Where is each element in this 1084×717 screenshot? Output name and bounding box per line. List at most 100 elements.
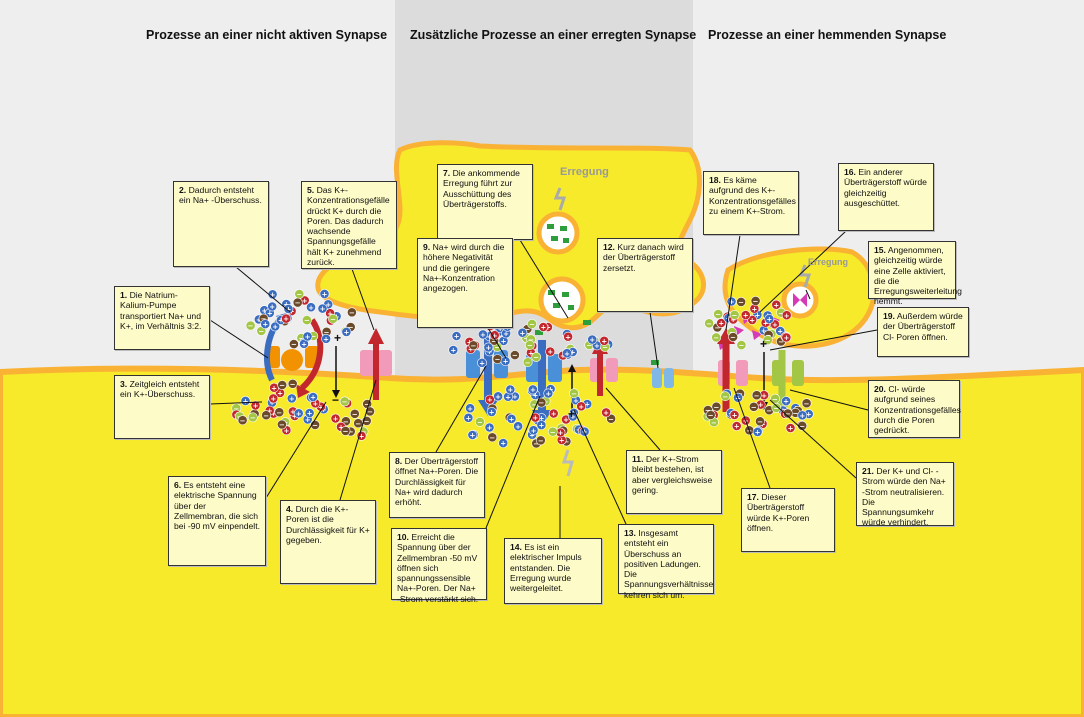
ion (528, 425, 539, 436)
lightning-arrow-icon (553, 187, 567, 211)
note-text: Außerdem würde der Überträgerstoff Cl- P… (883, 311, 963, 342)
ion (317, 303, 328, 314)
ion (340, 425, 351, 436)
ion (346, 307, 357, 318)
leader-line (485, 395, 541, 529)
ion (785, 423, 796, 433)
note-number: 2. (179, 185, 187, 195)
note-number: 14. (510, 542, 522, 552)
ion (599, 335, 610, 346)
ion (506, 413, 517, 424)
ion-charge: + (302, 297, 308, 305)
ion (771, 299, 782, 310)
ion-charge: + (307, 410, 313, 418)
ion-charge: + (301, 340, 307, 348)
note-number: 18. (709, 175, 721, 185)
ion (750, 295, 761, 306)
ion (493, 391, 503, 402)
ion-charge: + (343, 329, 349, 337)
leader-line (725, 234, 741, 331)
ion-charge: − (491, 337, 497, 345)
ion-charge: + (500, 440, 506, 448)
ion-charge: − (525, 359, 531, 367)
ion-charge: + (290, 408, 296, 416)
ion (308, 392, 318, 402)
ion-charge: + (465, 414, 471, 422)
ion-charge: + (529, 431, 535, 439)
ion (569, 388, 579, 399)
note-17: 17. Dieser Überträgerstoff würde K+-Pore… (741, 488, 835, 552)
ion-charge: − (290, 380, 296, 388)
ion-charge: + (271, 384, 277, 392)
ion-charge: + (267, 407, 273, 415)
ion-charge: + (505, 393, 511, 401)
ion-charge: + (732, 412, 738, 420)
note-7: 7. Die ankommende Erregung führt zur Aus… (437, 164, 533, 240)
plus-sign: + (334, 331, 341, 345)
ion-charge: + (469, 432, 475, 440)
ion (287, 378, 298, 389)
ion (563, 331, 573, 342)
ion-charge: − (772, 395, 778, 403)
note-11: 11. Der K+-Strom bleibt bestehen, ist ab… (626, 450, 722, 514)
ion-charge: − (348, 324, 354, 332)
ion-charge: − (711, 419, 717, 427)
ion (770, 393, 780, 404)
ion-charge: + (559, 437, 565, 445)
ion-charge: − (261, 315, 267, 323)
note-text: Der K+ und Cl- -Strom würde den Na+ -Str… (862, 466, 946, 528)
note-text: Der Überträgerstoff öffnet Na+-Poren. Di… (395, 456, 479, 508)
note-number: 20. (874, 384, 886, 394)
ion-charge: + (267, 310, 273, 318)
lightning-arrow-icon (798, 264, 812, 288)
ion-charge: − (296, 291, 302, 299)
ion-charge: + (283, 315, 289, 323)
ion-charge: + (310, 394, 316, 402)
ion (522, 357, 533, 368)
ion-charge: + (754, 312, 760, 320)
ion (505, 384, 516, 395)
ion-charge: − (276, 409, 282, 417)
ion-charge: − (364, 418, 370, 426)
ion-charge: − (738, 299, 744, 307)
leader-line (435, 365, 487, 453)
note-text: Das K+-Konzentrationsgefälle drückt K+ d… (307, 185, 390, 268)
plus-sign: + (760, 337, 767, 351)
heading-excited-synapse: Zusätzliche Prozesse an einer erregten S… (410, 28, 697, 42)
note-text: Dieser Überträgerstoff würde K+-Poren öf… (747, 492, 810, 533)
note-text: Es entsteht eine elektrische Spannung üb… (174, 480, 260, 532)
ion-charge: + (507, 386, 513, 394)
ion-charge: + (570, 413, 576, 421)
ion (729, 309, 740, 320)
ion-charge: − (722, 393, 728, 401)
ion (720, 391, 731, 402)
ion-charge: + (261, 307, 267, 315)
ion (484, 422, 495, 433)
note-number: 15. (874, 245, 886, 255)
note-text: Erreicht die Spannung über der Zellmembr… (397, 532, 479, 604)
ion (728, 332, 738, 342)
ion-charge: + (322, 291, 328, 299)
ion (465, 403, 475, 414)
ion-charge: − (804, 400, 810, 408)
ion-charge: + (563, 416, 569, 424)
arrow-head (568, 364, 576, 372)
ion (781, 310, 792, 321)
ion-charge: + (761, 392, 767, 400)
ion (477, 329, 488, 340)
ion-charge: + (773, 301, 779, 309)
note-21: 21. Der K+ und Cl- -Strom würde den Na+ … (856, 462, 954, 528)
ion-charge: − (778, 338, 784, 346)
ion-charge: − (258, 328, 264, 336)
ion-charge: + (501, 338, 507, 346)
ion-charge: − (533, 354, 539, 362)
ion (748, 401, 759, 412)
ion-charge: − (715, 311, 721, 319)
ion-charge: + (531, 427, 537, 435)
ion-charge: + (289, 395, 295, 403)
ion (801, 398, 812, 409)
ion-charge: + (278, 317, 284, 325)
ion (467, 430, 478, 440)
ion-charge: − (352, 410, 358, 418)
ion (548, 408, 559, 419)
